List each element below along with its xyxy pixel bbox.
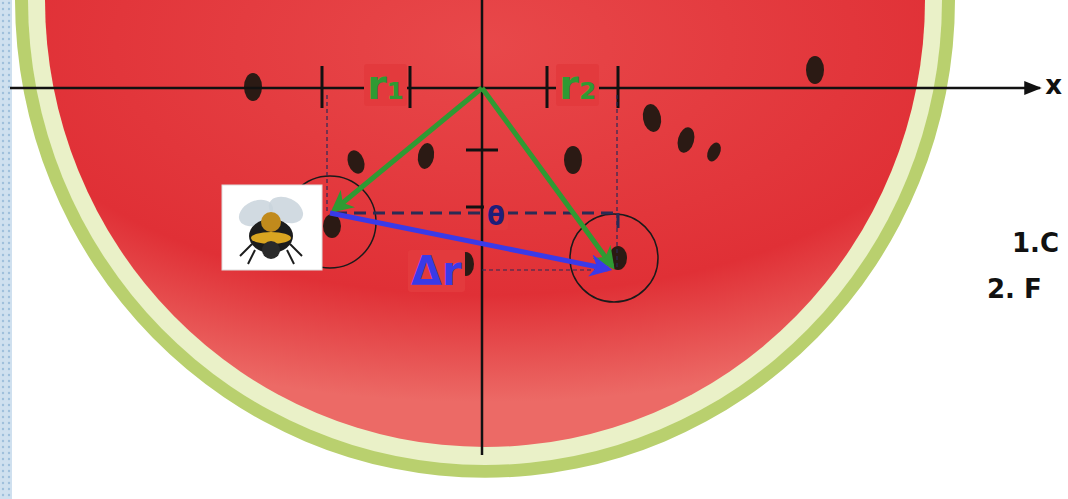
horizontal-dash-end	[617, 213, 620, 228]
x-axis	[10, 87, 1040, 90]
rind-inner	[28, 0, 942, 465]
vector-label: r₂	[556, 64, 599, 106]
angle-label: θ	[484, 203, 508, 230]
vector-label: r₁	[364, 64, 407, 106]
displacement-vector	[330, 213, 608, 269]
vector-label: Δr	[408, 250, 465, 292]
y-axis	[481, 0, 484, 455]
list-item: 2. F	[987, 276, 1042, 303]
list-item: 1.C	[1012, 230, 1059, 257]
position-vector	[482, 88, 612, 266]
axis-label: x	[1045, 72, 1062, 99]
side-stripe	[0, 0, 12, 499]
rind-outer	[15, 0, 955, 478]
position-vector	[334, 88, 482, 210]
flesh	[45, 0, 925, 447]
bee-icon	[222, 185, 322, 270]
